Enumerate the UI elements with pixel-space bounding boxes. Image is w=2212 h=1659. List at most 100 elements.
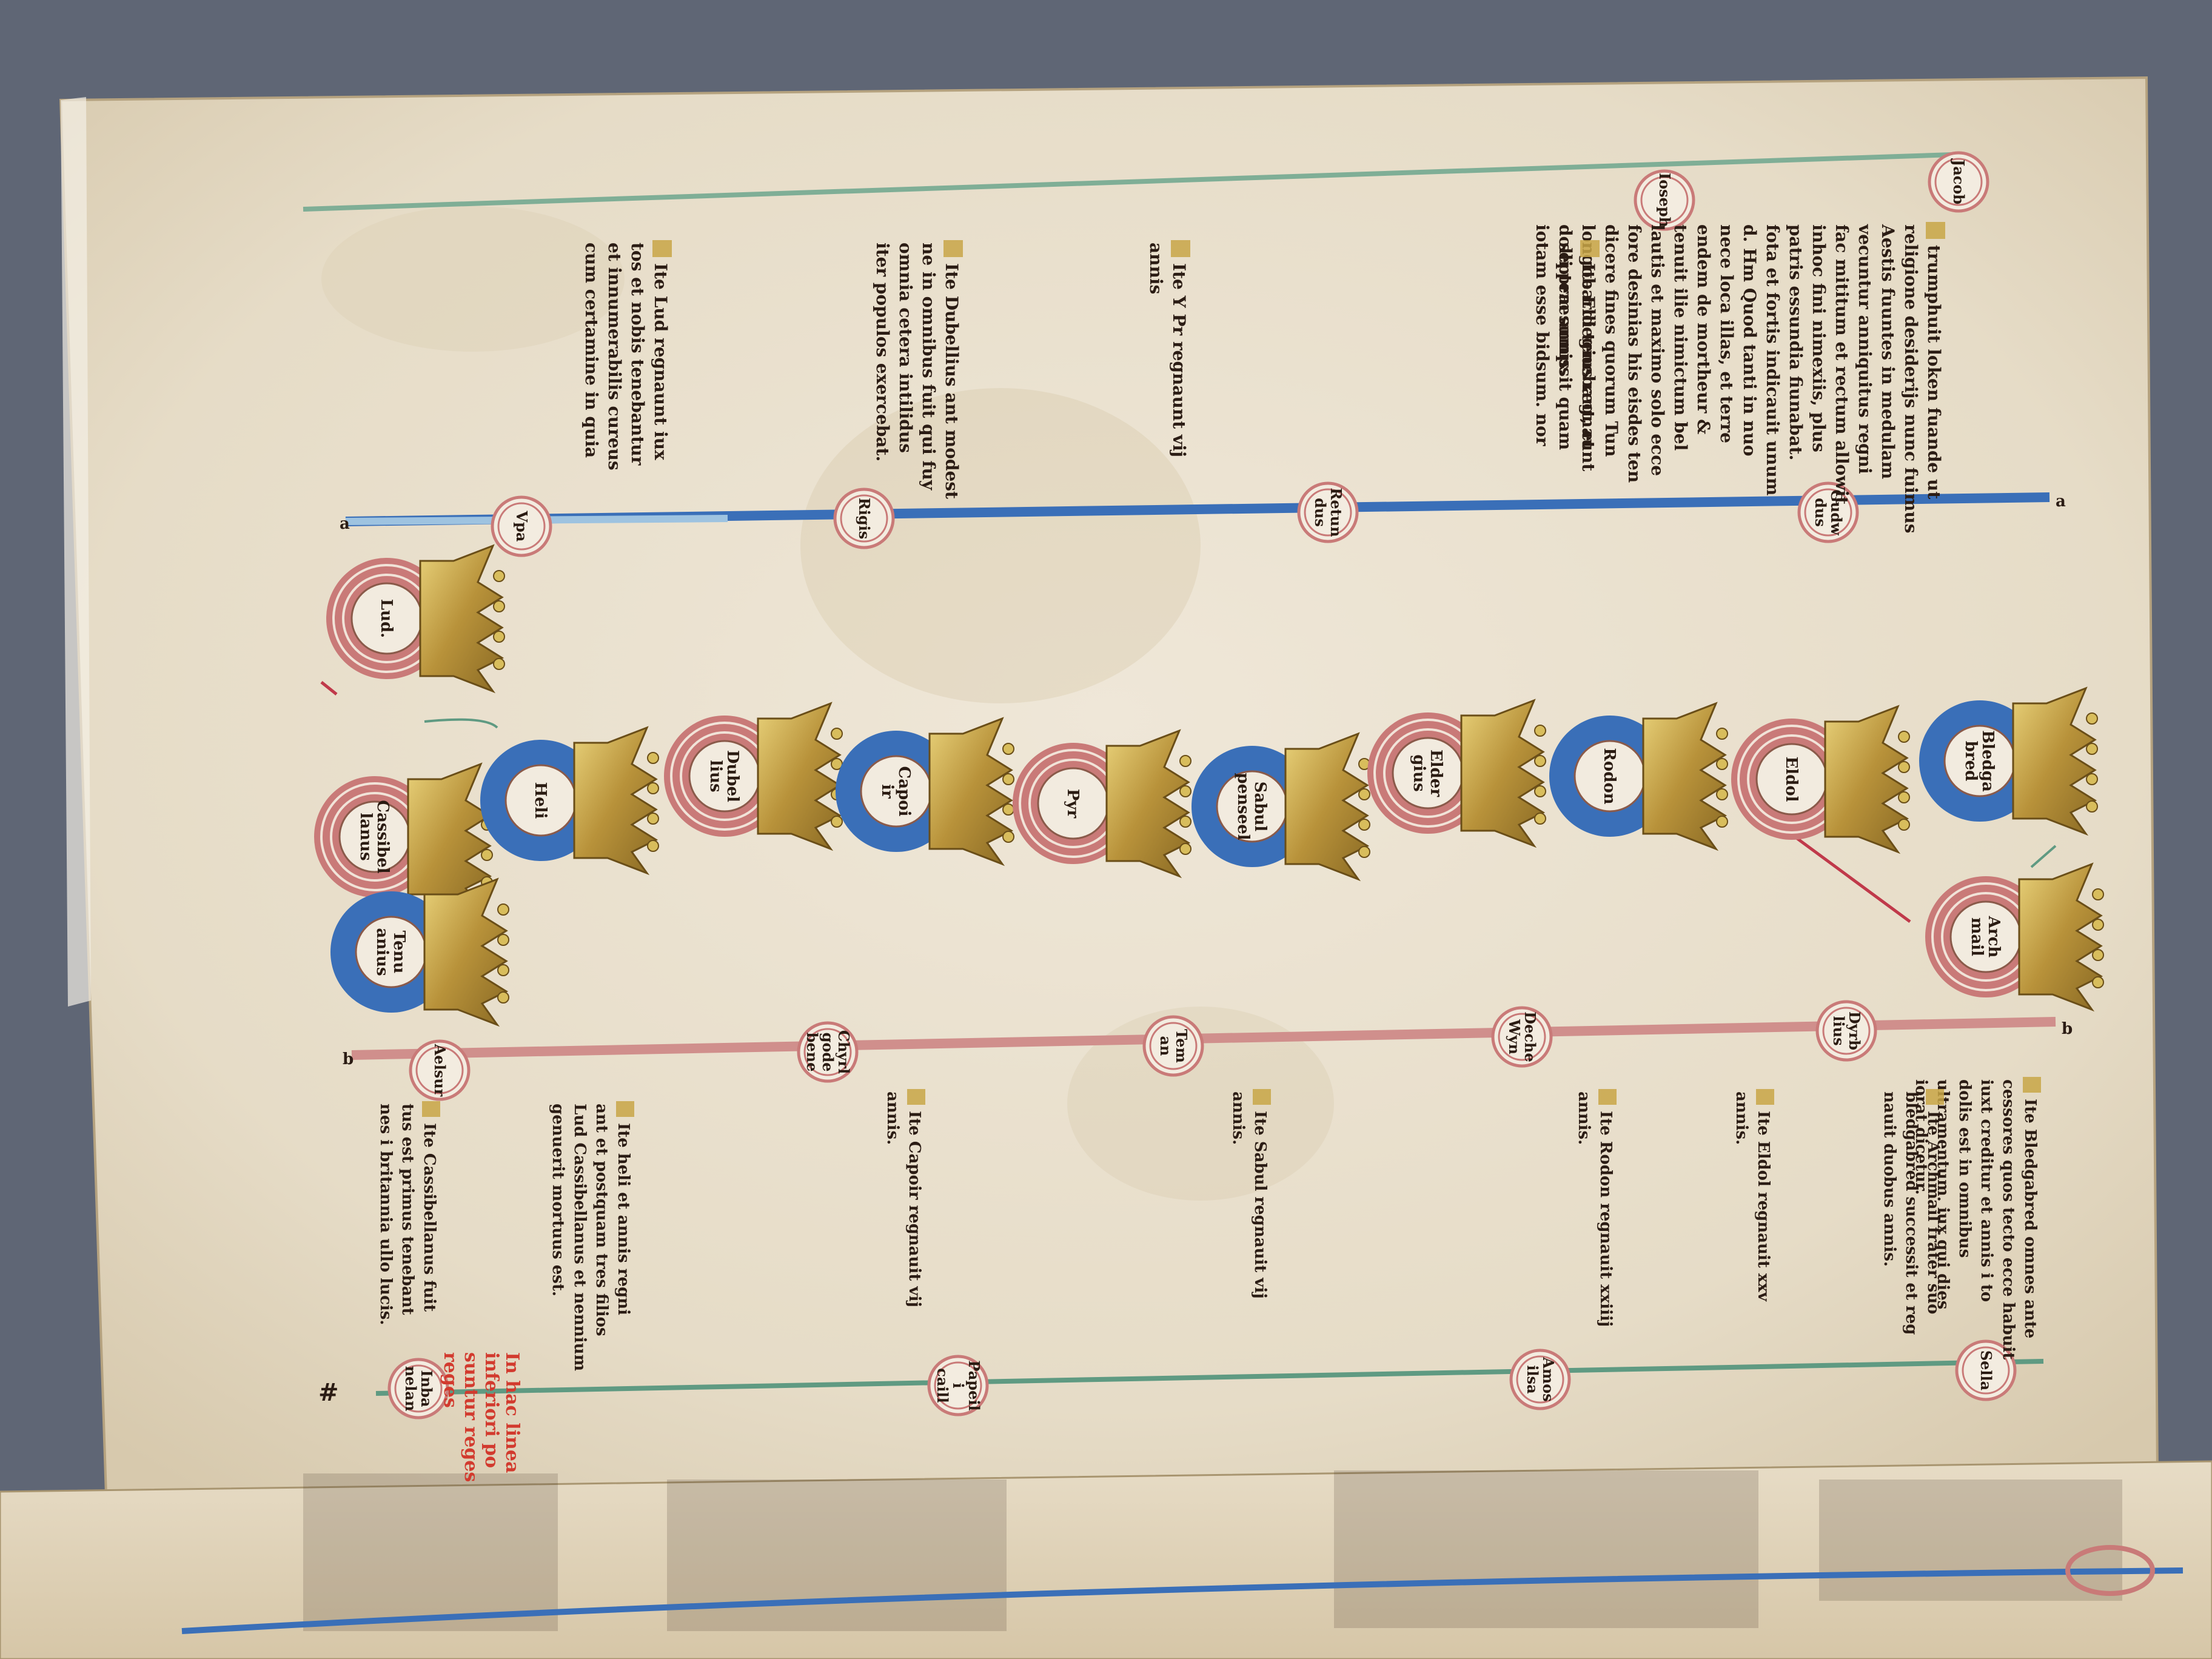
medallion-label: Sella xyxy=(1977,1350,1995,1390)
gold-crown-icon xyxy=(1284,732,1370,882)
medallion-label: Aelsur xyxy=(431,1044,449,1097)
illuminated-initial xyxy=(652,240,672,257)
text-line: Ite Lud regnaunt iux xyxy=(651,263,671,460)
medallion-label: Inbanelan xyxy=(402,1366,435,1412)
small-medallion: Dyrblius xyxy=(1815,1000,1877,1062)
text-line: annis. xyxy=(883,1091,902,1145)
medallion-label: Tenuanius xyxy=(373,928,408,976)
medallion-label: Dubellius xyxy=(706,750,742,802)
rubric-line: suntur reges xyxy=(460,1352,481,1482)
gold-crown-icon xyxy=(2012,686,2098,836)
crowned-medallion: Archmail xyxy=(1925,862,2104,1012)
small-medallion: Vpa xyxy=(491,495,552,557)
medallion-label: DecheWyn xyxy=(1506,1011,1539,1062)
text-line: nes i britannia ullo lucis. xyxy=(377,1104,395,1326)
text-line: lautis et maximo solo ecce xyxy=(1647,224,1667,476)
text-line: Ite Eldegius regnaunt xyxy=(1578,263,1598,471)
text-line: omnia cetera intilidus xyxy=(896,243,916,453)
text-line: ant et postquam tres filios xyxy=(592,1104,611,1336)
text-line: bledgabred successit et reg xyxy=(1902,1091,1920,1335)
facing-page-blue-line xyxy=(181,1567,2184,1634)
medallion-label: Capoiir xyxy=(878,766,913,817)
small-medallion: Amosilsa xyxy=(1509,1349,1571,1410)
medallion-label: Papeilicaill xyxy=(934,1360,983,1410)
medallion-label: Gudwdus xyxy=(1812,489,1845,536)
gold-crown-icon xyxy=(573,726,659,876)
text-line: trumphuit loken fuande ut xyxy=(1924,245,1944,499)
crowned-medallion: Lud. xyxy=(326,544,505,694)
text-line: Ite Rodon regnauit xxiiij xyxy=(1597,1111,1615,1327)
text-line: Ite Eldol regnauit xxv xyxy=(1754,1111,1772,1302)
small-medallion: Retundus xyxy=(1297,481,1359,543)
medallion-label: Jacob xyxy=(1950,158,1968,204)
rubric-line: inferiori po xyxy=(481,1352,502,1468)
illuminated-initial xyxy=(616,1101,634,1117)
text-line: fac mititum et rectum allowit xyxy=(1832,224,1852,504)
medallion-label: Pyr xyxy=(1064,789,1082,819)
green-top-line xyxy=(303,152,1953,212)
illuminated-initial xyxy=(1926,222,1945,239)
medallion-label: Bledgabred xyxy=(1962,730,1997,792)
illuminated-initial xyxy=(2023,1077,2041,1093)
text-line: patris essundia fiunabat. xyxy=(1786,224,1806,460)
illuminated-initial xyxy=(1171,240,1190,257)
margin-letter: a xyxy=(2056,492,2066,511)
text-line: septem annis. xyxy=(1555,243,1575,375)
text-line: d. Hm Quod tanti in nuo xyxy=(1740,224,1760,457)
text-line: Ite heli et annis regni xyxy=(614,1123,632,1315)
connector xyxy=(2030,845,2057,868)
crowned-medallion: Tenuanius xyxy=(330,877,509,1027)
gold-crown-icon xyxy=(1824,705,1910,854)
small-medallion: Teman xyxy=(1142,1015,1204,1077)
medallion-label: Eldergius xyxy=(1410,749,1445,797)
gold-crown-icon xyxy=(1642,702,1728,851)
margin-letter: a xyxy=(340,515,350,533)
small-medallion: Aelsur xyxy=(409,1039,471,1101)
text-line: nece loca illas, et terre xyxy=(1717,224,1737,443)
medallion-label: Sabulpenseel xyxy=(1234,773,1269,840)
small-medallion: Rigis xyxy=(833,488,895,549)
text-line: cessores quos tecto ecce habuit xyxy=(1999,1079,2017,1359)
text-line: ne in omnibus fuit qui fuy xyxy=(919,243,939,491)
medallion-label: Amosilsa xyxy=(1524,1356,1557,1402)
text-line: Ite Cassibellanus fuit xyxy=(420,1123,438,1312)
facing-page-text xyxy=(303,1470,2122,1631)
leaf-edge xyxy=(61,97,91,1007)
text-line: dicere fines quorum Tun xyxy=(1601,224,1621,457)
medallion-label: Ioseph xyxy=(1656,173,1674,227)
text-line: tus est primus tenebant xyxy=(398,1104,417,1315)
illuminated-initial xyxy=(907,1089,925,1105)
crowned-medallion: Bledgabred xyxy=(1919,686,2098,836)
medallion-label: Eldol xyxy=(1782,756,1800,802)
text-line: Aestis fuuntes in medulam xyxy=(1878,224,1898,479)
medallion-label: Rigis xyxy=(856,498,873,539)
medallion-label: Heli xyxy=(531,782,549,819)
text-line: vecuntur anniquitus regni xyxy=(1855,224,1875,474)
text-line: dolli praesumpsit quam xyxy=(1555,224,1575,450)
text-line: iter populos exercebat. xyxy=(873,243,893,461)
small-medallion: Papeilicaill xyxy=(927,1355,989,1416)
medallion-label: Teman xyxy=(1157,1029,1190,1063)
rubric-note: In hac linea inferiori po suntur reges r… xyxy=(440,1352,523,1482)
gold-crown-icon xyxy=(2018,862,2104,1012)
text-line: Ite Y Pr regnaunt vij xyxy=(1169,263,1189,457)
medallion-label: Chyrlgodebene xyxy=(803,1030,853,1074)
crowned-medallion: Pyr xyxy=(1013,729,1191,879)
text-line: ultramentum. iux qui dies xyxy=(1934,1079,1952,1309)
text-line: annis. xyxy=(1229,1091,1247,1145)
medallion-label: Retundus xyxy=(1312,488,1345,537)
red-line xyxy=(351,1017,2056,1060)
text-line: cum certamine in quia xyxy=(581,243,602,458)
rubric-line: In hac linea xyxy=(501,1352,523,1473)
